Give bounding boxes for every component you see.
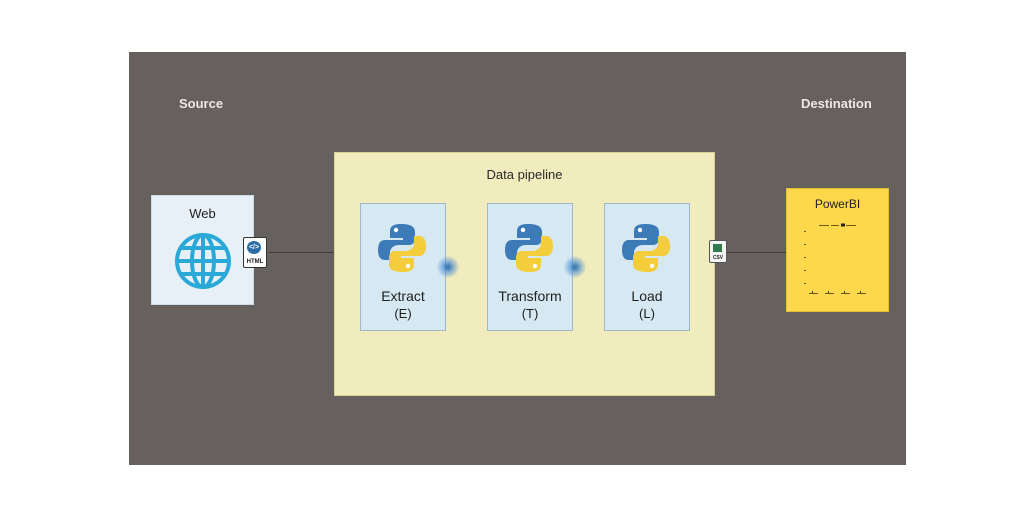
connector-web-to-pipeline	[269, 252, 333, 253]
python-icon	[622, 224, 670, 272]
mini-chart-icon	[804, 223, 866, 294]
data-flow-dot-icon	[437, 256, 459, 278]
python-icon	[505, 224, 553, 272]
stage-extract: Extract (E)	[360, 203, 446, 331]
html-file-icon: </> HTML	[243, 237, 267, 268]
html-badge-icon: </>	[247, 241, 261, 254]
stage-load-name: Load	[631, 288, 663, 304]
data-flow-dot-icon	[564, 256, 586, 278]
data-pipeline-container: Data pipeline Extract (E) Transform (T)	[334, 152, 715, 396]
stage-transform: Transform (T)	[487, 203, 573, 331]
python-icon	[378, 224, 426, 272]
stage-transform-name: Transform	[498, 288, 562, 304]
stage-extract-name: Extract	[381, 288, 425, 304]
destination-label: Destination	[801, 96, 872, 111]
source-label: Source	[179, 96, 224, 111]
web-source-node: Web	[151, 195, 254, 305]
globe-icon	[175, 233, 231, 289]
csv-file-label: CSV	[712, 255, 724, 261]
stage-extract-abbr: (E)	[394, 306, 412, 321]
stage-transform-abbr: (T)	[521, 306, 539, 321]
pipeline-title: Data pipeline	[486, 167, 563, 182]
connector-csv-to-powerbi	[726, 252, 786, 253]
powerbi-title: PowerBI	[814, 197, 861, 211]
diagram-canvas: Source Destination Web </> HTML Data pip…	[129, 52, 906, 465]
csv-file-icon: CSV	[709, 240, 727, 263]
stage-load: Load (L)	[604, 203, 690, 331]
stage-load-abbr: (L)	[639, 306, 655, 321]
spreadsheet-icon	[713, 244, 722, 252]
web-source-title: Web	[189, 206, 216, 221]
html-file-label: HTML	[246, 259, 264, 265]
powerbi-destination-node: PowerBI	[786, 188, 889, 312]
